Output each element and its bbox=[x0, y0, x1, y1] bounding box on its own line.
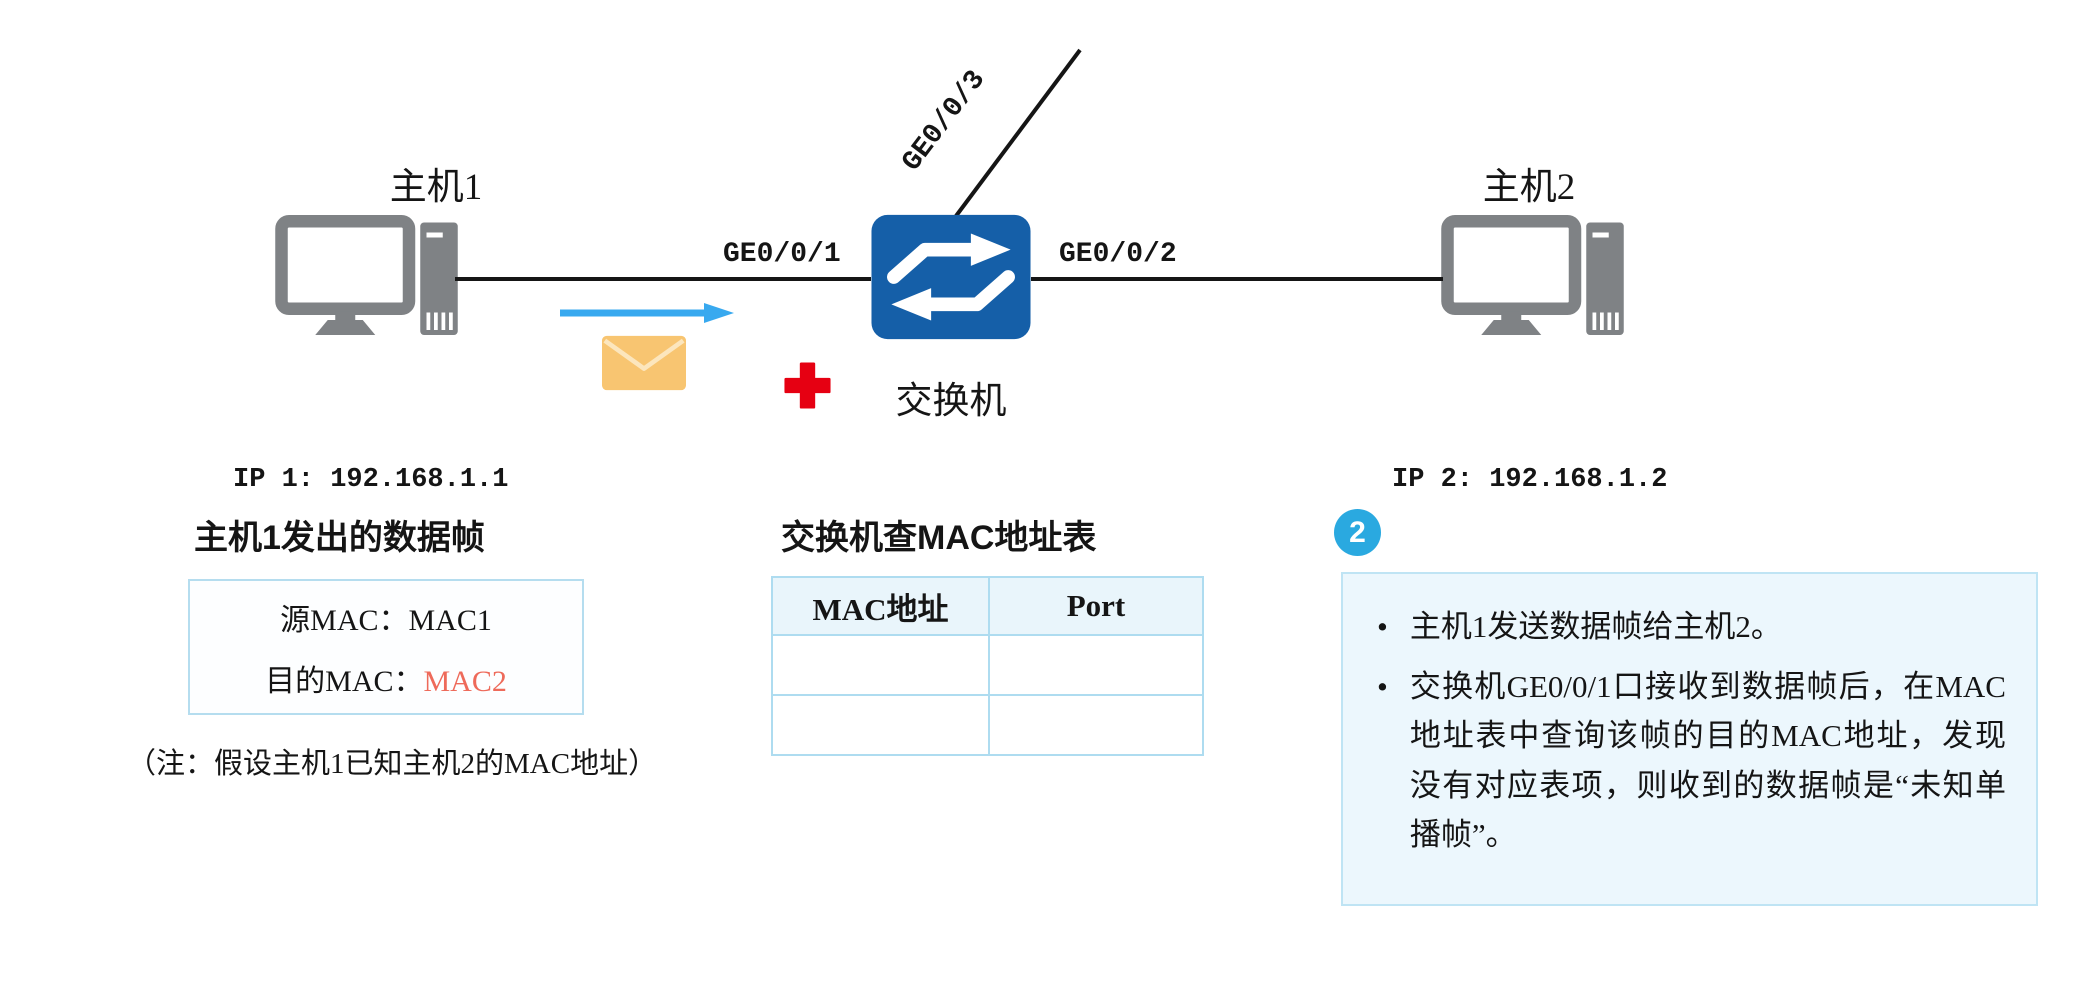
mac-table-header-mac: MAC地址 bbox=[773, 578, 990, 636]
mac-table-cell bbox=[773, 636, 990, 696]
switch-label: 交换机 bbox=[895, 381, 1007, 422]
flow-arrow-icon bbox=[558, 301, 734, 325]
mac-address-table: MAC地址 Port bbox=[771, 576, 1204, 756]
host2-computer-icon bbox=[1441, 215, 1629, 345]
host1-computer-icon bbox=[275, 215, 463, 345]
link-host1-switch bbox=[455, 277, 871, 281]
mac-table-header-port: Port bbox=[990, 578, 1204, 636]
link-switch-uplink bbox=[948, 44, 1088, 222]
frame-dest-mac-label: 目的MAC： bbox=[265, 664, 424, 698]
envelope-icon bbox=[601, 335, 687, 391]
mac-table-cell bbox=[990, 696, 1204, 756]
host2-ip: IP 2: 192.168.1.2 bbox=[1392, 465, 1668, 495]
mac-table-cell bbox=[990, 636, 1204, 696]
frame-panel-title: 主机1发出的数据帧 bbox=[194, 519, 485, 557]
step-number-badge: 2 bbox=[1334, 509, 1381, 556]
callout-text-1: 主机1发送数据帧给主机2。 bbox=[1409, 609, 1782, 644]
switch-icon bbox=[869, 212, 1033, 342]
frame-source-mac: 源MAC：MAC1 bbox=[280, 603, 492, 637]
frame-dest-mac: 目的MAC：MAC2 bbox=[265, 656, 507, 700]
bullet-marker: • bbox=[1377, 668, 1388, 704]
host1-title: 主机1 bbox=[389, 167, 483, 208]
callout-item: • 交换机GE0/0/1口接收到数据帧后，在MAC地址表中查询该帧的目的MAC地… bbox=[1377, 662, 2006, 860]
port-label-ge001: GE0/0/1 bbox=[723, 239, 841, 270]
mac-table-title: 交换机查MAC地址表 bbox=[781, 519, 1097, 557]
red-cross-icon bbox=[784, 362, 831, 409]
host1-ip: IP 1: 192.168.1.1 bbox=[233, 465, 509, 495]
bullet-marker: • bbox=[1377, 609, 1388, 644]
callout-text-2: 交换机GE0/0/1口接收到数据帧后，在MAC地址表中查询该帧的目的MAC地址，… bbox=[1409, 668, 2006, 853]
link-switch-host2 bbox=[1031, 277, 1443, 281]
port-label-ge002: GE0/0/2 bbox=[1059, 239, 1177, 270]
mac-table-cell bbox=[773, 696, 990, 756]
frame-content-box: 源MAC：MAC1 目的MAC：MAC2 bbox=[188, 579, 584, 715]
frame-dest-mac-value: MAC2 bbox=[423, 664, 507, 698]
host2-title: 主机2 bbox=[1482, 167, 1576, 208]
callout-item: • 主机1发送数据帧给主机2。 bbox=[1377, 602, 2006, 652]
explanation-panel: • 主机1发送数据帧给主机2。 • 交换机GE0/0/1口接收到数据帧后，在MA… bbox=[1341, 572, 2038, 906]
frame-note: （注：假设主机1已知主机2的MAC地址） bbox=[127, 748, 658, 780]
